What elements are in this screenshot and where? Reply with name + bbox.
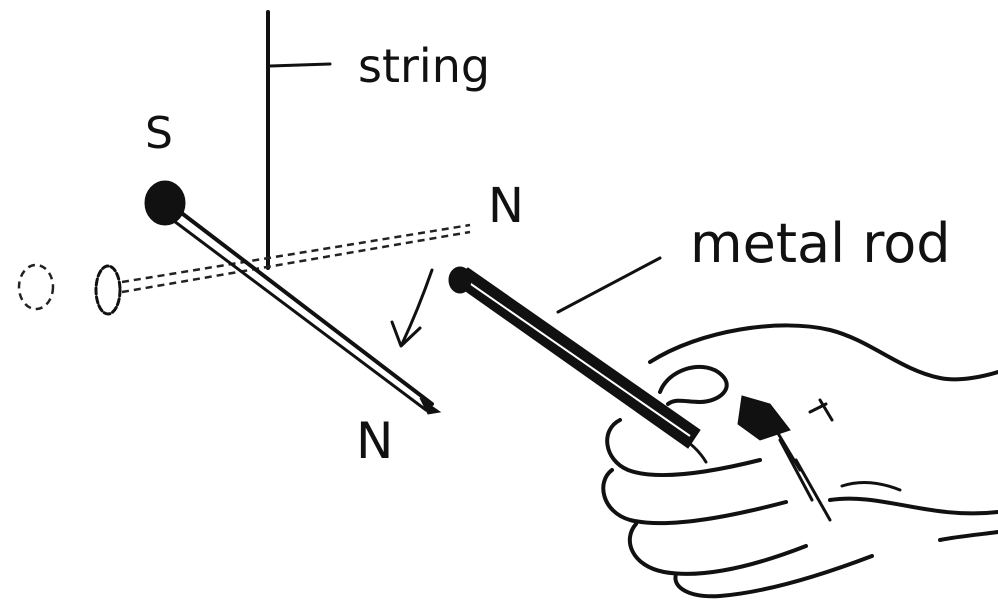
original-needle-shaft-lower (122, 232, 470, 292)
needle-head-ball (145, 181, 185, 225)
metal-rod-label: metal rod (690, 212, 951, 275)
hand-wrist-top (650, 325, 998, 379)
metal-rod (449, 267, 700, 448)
metal-rod-leader-line (558, 258, 660, 312)
hand-wrist-bottom (830, 499, 998, 514)
original-needle-position (19, 225, 470, 314)
deflected-needle (145, 181, 440, 414)
hand-wrist-lower (940, 532, 998, 540)
hand-finger-3 (630, 524, 806, 574)
hand-finger-2 (603, 470, 786, 523)
string-label: string (358, 39, 490, 93)
original-needle-head (96, 266, 120, 314)
original-north-label: N (488, 178, 524, 234)
string-leader-line (270, 64, 330, 66)
hand-thumb (660, 367, 727, 404)
deflected-north-label: N (356, 412, 393, 470)
south-pole-label: S (145, 108, 173, 159)
hand-back-line (842, 483, 900, 490)
hand-finger-4 (675, 556, 872, 596)
original-needle-end-circle (19, 265, 53, 309)
needle-shaft-top-edge (175, 208, 432, 404)
hand-thumb-shadow (738, 396, 790, 440)
original-needle-shaft-upper (122, 225, 470, 282)
hand-icon (603, 325, 998, 596)
deflection-arrow (392, 270, 432, 346)
metal-rod-tip (449, 267, 471, 293)
